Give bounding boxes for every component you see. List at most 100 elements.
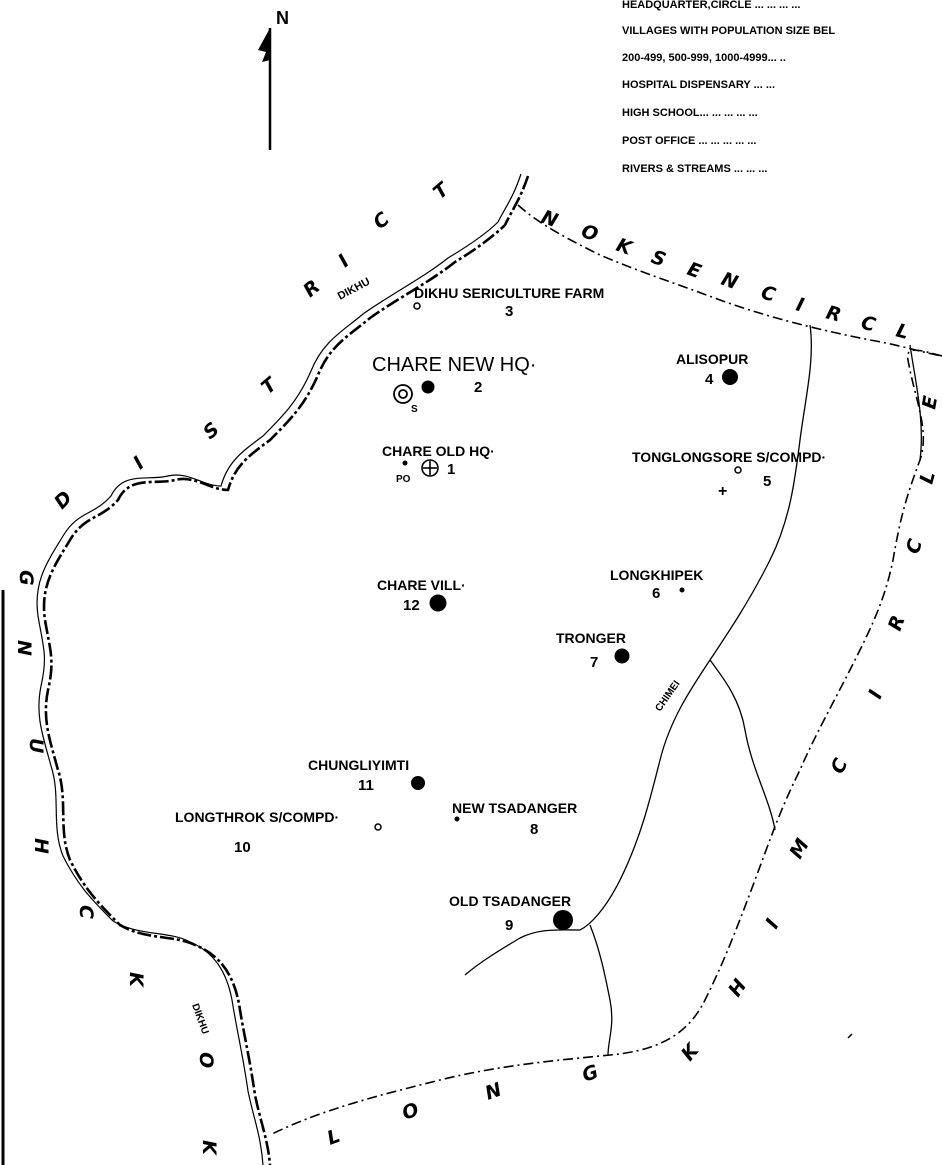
svg-text:S: S [199,418,224,444]
svg-text:CHUNGLIYIMTI: CHUNGLIYIMTI [308,757,409,773]
map-mark [847,1033,853,1039]
svg-text:I: I [794,294,807,317]
label-kokchung: K O K C H U N G [13,570,220,1156]
svg-text:10: 10 [234,839,251,856]
svg-text:I: I [761,915,784,932]
svg-text:CHARE VILL·: CHARE VILL· [377,577,466,593]
legend-row-population: 200-499, 500-999, 1000-4999... .. [622,52,786,64]
village-dot-icon [614,648,630,664]
legend-row-hospital: HOSPITAL DISPENSARY ... ... [622,79,775,91]
svg-text:I: I [129,452,149,473]
legend: HEADQUARTER,CIRCLE ... ... ... ... VILLA… [622,0,835,175]
river-label-chimei: CHIMEI [653,679,682,714]
svg-text:11: 11 [358,777,374,794]
dispensary-plus-icon: + [718,483,727,500]
small-dot-icon [402,460,408,466]
settlement-alisopur: ALISOPUR 4 [676,351,748,388]
svg-text:G: G [579,1061,601,1087]
svg-text:T: T [429,177,455,203]
svg-text:7: 7 [590,654,598,671]
settlement-old-tsadanger: OLD TSADANGER 9 [449,893,573,934]
svg-text:N: N [482,1079,505,1105]
settlement-chungliyimti: CHUNGLIYIMTI 11 [308,757,425,794]
svg-text:H: H [30,838,52,854]
svg-text:LONGTHROK S/COMPD·: LONGTHROK S/COMPD· [175,809,339,825]
svg-text:C: C [859,312,878,337]
north-label: N [276,8,289,28]
svg-text:K: K [613,234,636,260]
svg-text:S: S [648,246,668,271]
svg-text:K: K [125,972,147,988]
svg-text:L: L [916,469,940,486]
svg-text:R: R [884,612,910,633]
svg-text:3: 3 [505,303,513,320]
svg-text:N: N [13,640,35,656]
circle-boundary [269,204,942,1136]
settlement-chare-old-hq: CHARE OLD HQ· PO 1 [382,443,495,485]
svg-text:N: N [538,206,561,232]
label-district: D I S T R I C T [50,177,455,513]
svg-text:G: G [15,570,37,586]
svg-text:TONGLONGSORE S/COMPD·: TONGLONGSORE S/COMPD· [632,449,826,465]
north-arrow-icon: N [258,8,289,150]
village-dot-icon [429,594,447,612]
svg-text:T: T [257,372,283,398]
small-circle-icon [374,823,382,831]
svg-text:U: U [25,738,47,754]
village-dot-icon [722,369,738,385]
svg-text:R: R [299,276,324,302]
chimei-stream [579,324,813,931]
village-dot-icon [411,776,425,790]
svg-text:8: 8 [530,821,538,838]
settlement-tronger: TRONGER 7 [556,630,630,671]
legend-row-rivers: RIVERS & STREAMS ... ... ... [622,163,767,175]
svg-text:O: O [195,1052,217,1068]
streams [464,324,923,1056]
label-long: L O N G [324,1061,601,1150]
legend-row-post-office: POST OFFICE ... ... ... ... ... [622,135,756,147]
river-label-dikhu-bottom: DIKHU [189,1002,210,1036]
post-office-marker: PO [396,474,411,485]
svg-text:K: K [677,1039,704,1065]
village-dot-icon [421,380,435,394]
svg-text:C: C [902,536,927,556]
legend-row-villages: VILLAGES WITH POPULATION SIZE BEL [622,25,835,37]
svg-text:LONGKHIPEK: LONGKHIPEK [610,567,703,583]
svg-text:4: 4 [705,371,714,388]
settlement-longthrok: LONGTHROK S/COMPD· 10 [175,809,382,856]
settlement-new-tsadanger: NEW TSADANGER 8 [452,800,577,838]
svg-text:1: 1 [447,461,455,478]
svg-text:E: E [918,394,942,411]
svg-text:I: I [864,687,887,702]
svg-text:NEW TSADANGER: NEW TSADANGER [452,800,577,816]
svg-text:ALISOPUR: ALISOPUR [676,351,748,367]
svg-text:C: C [369,208,394,234]
village-dot-icon [553,910,573,930]
svg-text:L: L [324,1125,343,1150]
svg-text:TRONGER: TRONGER [556,630,626,646]
dikhu-river [36,173,530,1165]
legend-row-high-school: HIGH SCHOOL... ... ... ... ... [622,107,758,119]
settlement-chare-new-hq: CHARE NEW HQ· S 2 [372,354,536,415]
river-label-dikhu-top: DIKHU [336,276,372,303]
legend-row-headquarter: HEADQUARTER,CIRCLE ... ... ... ... [622,0,800,11]
svg-text:N: N [718,268,741,294]
svg-text:R: R [824,302,844,327]
settlement-chare-vill: CHARE VILL· 12 [377,577,466,614]
label-noksen-circle: N O K S E N C I R C L [538,206,911,344]
high-school-marker: S [411,404,418,415]
svg-text:O: O [399,1098,422,1124]
svg-text:CHARE OLD HQ·: CHARE OLD HQ· [382,443,495,459]
svg-text:DIKHU SERICULTURE FARM: DIKHU SERICULTURE FARM [414,285,604,301]
svg-text:2: 2 [474,379,482,396]
small-dot-icon [679,587,685,593]
svg-text:O: O [578,220,601,246]
small-dot-icon [454,816,460,822]
svg-text:M: M [785,835,814,862]
svg-text:5: 5 [763,473,771,490]
label-khim: M I H K [677,835,814,1065]
svg-text:9: 9 [505,917,513,934]
svg-text:E: E [684,258,704,283]
svg-text:C: C [827,755,853,777]
